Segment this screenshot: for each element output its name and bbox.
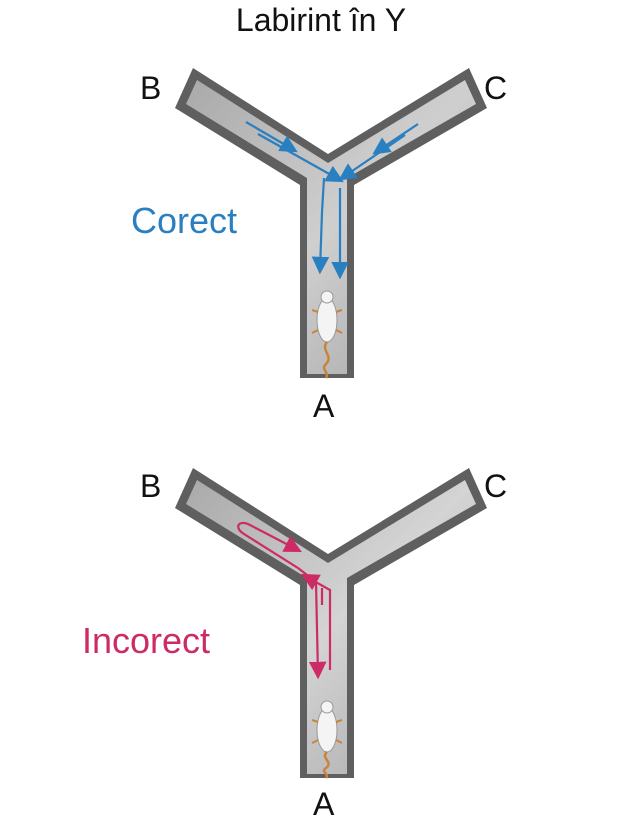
arm-label-c: C: [484, 468, 508, 504]
arm-label-b: B: [140, 70, 162, 106]
incorrect-path-arrows: [237, 521, 332, 680]
y-maze-correct: [175, 68, 487, 379]
condition-label-correct: Corect: [131, 200, 238, 241]
arm-label-c: C: [484, 70, 508, 106]
arm-label-b: B: [140, 468, 162, 504]
y-maze-incorrect: [175, 468, 487, 779]
correct-path-arrows: [245, 121, 419, 280]
maze-walls: [175, 68, 487, 378]
diagram-title: Labirint în Y: [235, 2, 407, 38]
arm-label-a: A: [313, 786, 335, 822]
arm-label-a: A: [313, 388, 335, 424]
mouse-icon: [311, 700, 343, 779]
mouse-icon: [311, 290, 343, 379]
condition-label-incorrect: Incorect: [82, 620, 211, 661]
